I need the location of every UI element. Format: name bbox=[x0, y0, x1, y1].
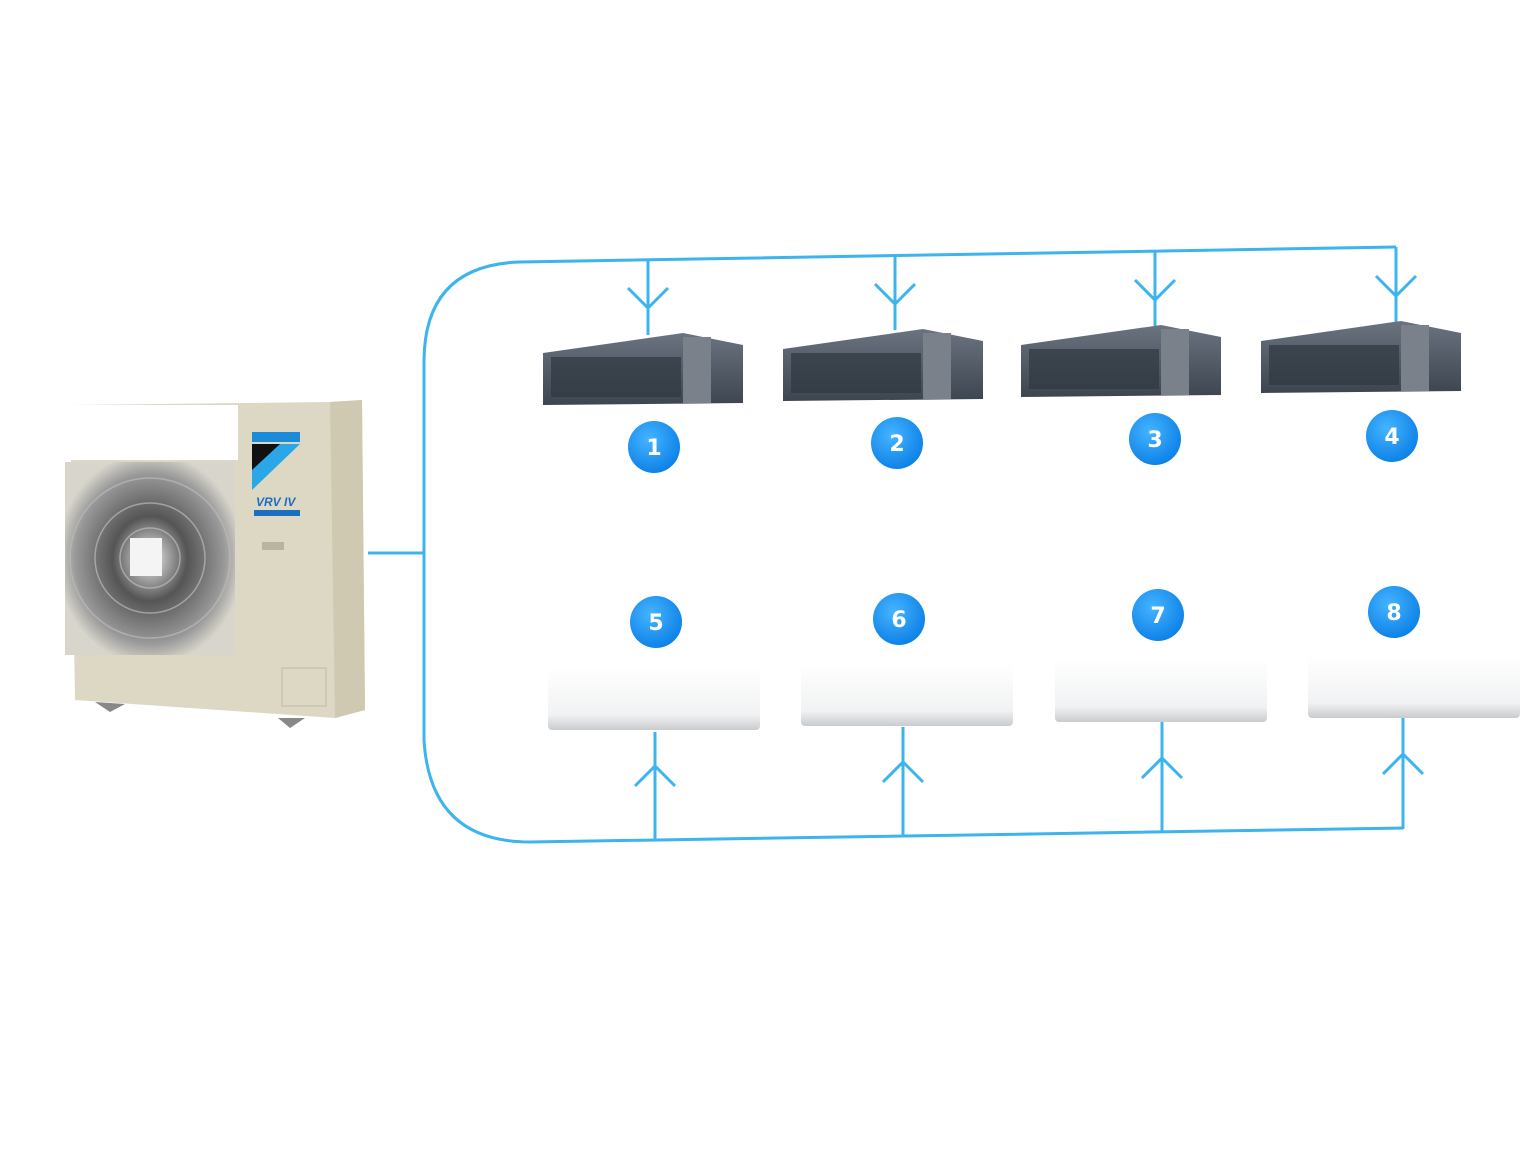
unit-badge-6: 6 bbox=[873, 593, 925, 645]
unit-badge-2: 2 bbox=[871, 417, 923, 469]
unit-badge-4: 4 bbox=[1366, 410, 1418, 462]
svg-text:3: 3 bbox=[1147, 428, 1162, 453]
svg-text:VRV IV: VRV IV bbox=[256, 495, 296, 509]
ducted-unit-4 bbox=[1261, 321, 1461, 393]
svg-text:2: 2 bbox=[889, 432, 904, 457]
svg-text:5: 5 bbox=[648, 611, 663, 636]
unit-badge-5: 5 bbox=[630, 596, 682, 648]
svg-text:1: 1 bbox=[646, 436, 661, 461]
wall-unit-6 bbox=[801, 664, 1013, 726]
ducted-unit-1 bbox=[543, 333, 743, 405]
wall-unit-5 bbox=[548, 668, 760, 730]
wall-unit-7 bbox=[1055, 660, 1267, 722]
unit-badge-3: 3 bbox=[1129, 413, 1181, 465]
daikin-logo: VRV IV bbox=[252, 432, 300, 516]
svg-text:6: 6 bbox=[891, 608, 906, 633]
ducted-unit-3 bbox=[1021, 325, 1221, 397]
ducted-unit-2 bbox=[783, 329, 983, 401]
wall-unit-8 bbox=[1308, 656, 1520, 718]
unit-badge-1: 1 bbox=[628, 421, 680, 473]
svg-text:4: 4 bbox=[1384, 425, 1399, 450]
unit-badge-7: 7 bbox=[1132, 589, 1184, 641]
refrigerant-piping bbox=[368, 245, 1425, 844]
unit-badge-8: 8 bbox=[1368, 586, 1420, 638]
svg-text:8: 8 bbox=[1386, 601, 1401, 626]
svg-text:7: 7 bbox=[1150, 604, 1165, 629]
outdoor-unit: VRV IV bbox=[65, 400, 365, 728]
